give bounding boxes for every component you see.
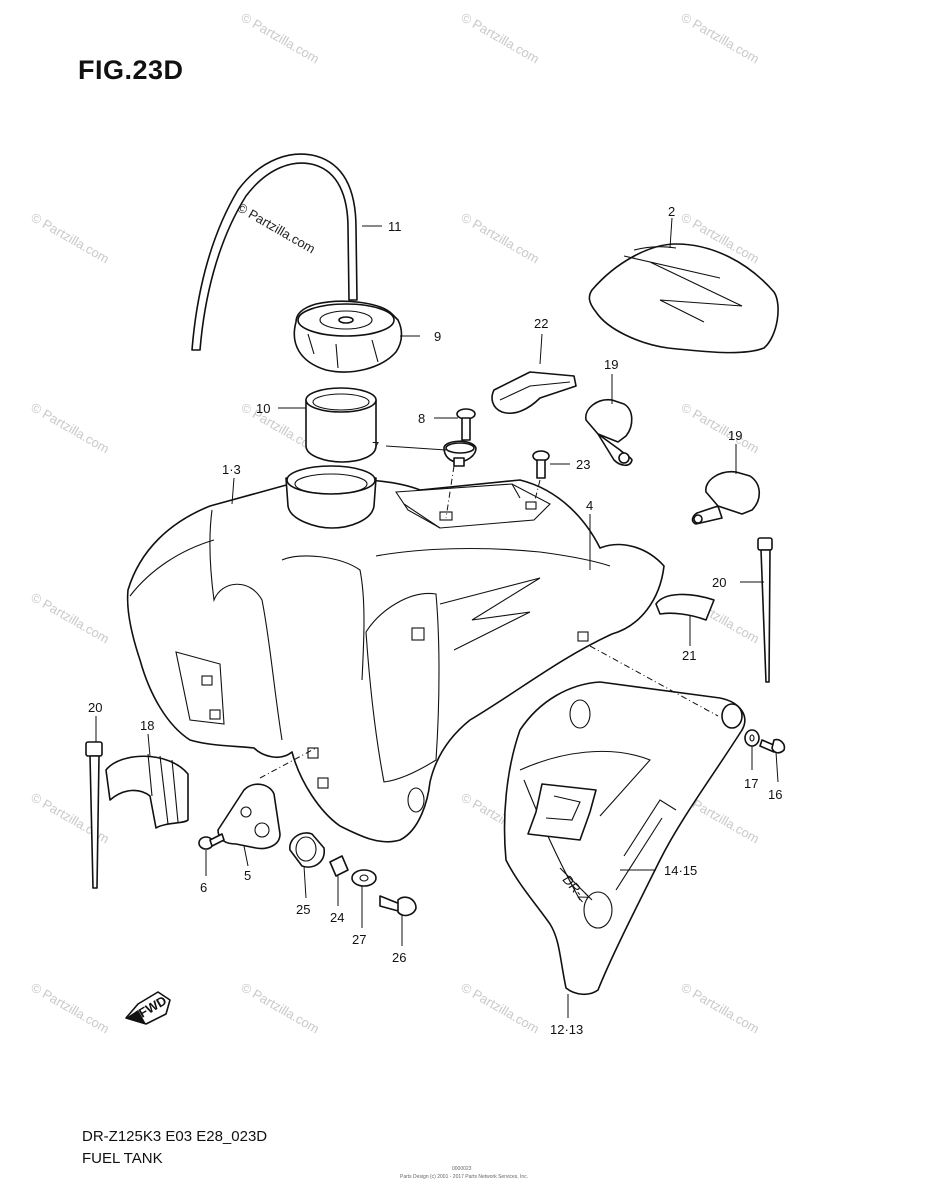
copyright-text: Parts Design (c) 2001 - 2017 Parts Netwo… bbox=[400, 1174, 529, 1180]
watermark-dark: © Partzilla.com bbox=[235, 200, 318, 257]
part-label-20: 20 bbox=[88, 700, 102, 715]
part-label-18: 18 bbox=[140, 718, 154, 733]
tank-decal bbox=[588, 243, 779, 354]
filler-ring bbox=[305, 387, 377, 463]
part-label-4: 4 bbox=[586, 498, 593, 513]
screw bbox=[198, 833, 225, 850]
screw bbox=[456, 408, 476, 441]
cushion bbox=[655, 593, 715, 621]
tank-strap bbox=[491, 371, 577, 414]
part-label-10: 10 bbox=[256, 401, 270, 416]
tank-cushion-clip bbox=[585, 398, 633, 467]
part-label-27: 27 bbox=[352, 932, 366, 947]
part-label-12-13: 12·13 bbox=[550, 1022, 583, 1037]
side-cover: DR-Z bbox=[503, 681, 746, 996]
fuel-cock-bracket bbox=[217, 783, 281, 850]
cushion bbox=[105, 753, 189, 829]
part-label-23: 23 bbox=[576, 457, 590, 472]
watermark: © Partzilla.com bbox=[239, 980, 322, 1037]
part-label-16: 16 bbox=[768, 787, 782, 802]
watermark: © Partzilla.com bbox=[29, 400, 112, 457]
reference-lines bbox=[259, 465, 719, 779]
grommet bbox=[289, 832, 325, 868]
part-label-5: 5 bbox=[244, 868, 251, 883]
part-label-9: 9 bbox=[434, 329, 441, 344]
part-label-21: 21 bbox=[682, 648, 696, 663]
part-labels: 11 2 9 22 19 10 8 7 19 23 1·3 4 20 21 20… bbox=[88, 204, 782, 1037]
leader-lines bbox=[95, 217, 779, 1018]
part-label-24: 24 bbox=[330, 910, 344, 925]
bolt bbox=[759, 738, 786, 754]
diagram-name: FUEL TANK bbox=[82, 1150, 163, 1167]
watermark: © Partzilla.com bbox=[29, 590, 112, 647]
part-label-2: 2 bbox=[668, 204, 675, 219]
watermark: © Partzilla.com bbox=[459, 10, 542, 67]
figure-title: FIG.23D bbox=[78, 55, 184, 85]
part-label-8: 8 bbox=[418, 411, 425, 426]
part-label-19: 19 bbox=[604, 357, 618, 372]
part-label-11: 11 bbox=[388, 219, 402, 234]
part-label-26: 26 bbox=[392, 950, 406, 965]
model-code: DR-Z125K3 E03 E28_023D bbox=[82, 1128, 268, 1145]
part-label-17: 17 bbox=[744, 776, 758, 791]
part-label-19: 19 bbox=[728, 428, 742, 443]
watermark: © Partzilla.com bbox=[679, 10, 762, 67]
cable-tie bbox=[757, 537, 773, 683]
screw bbox=[532, 450, 550, 479]
diagram-code: 0000023 bbox=[452, 1166, 472, 1172]
part-label-14-15: 14·15 bbox=[664, 863, 697, 878]
part-label-25: 25 bbox=[296, 902, 310, 917]
bolt bbox=[379, 895, 417, 917]
breather-hose bbox=[191, 153, 358, 351]
watermark: © Partzilla.com bbox=[29, 980, 112, 1037]
washer bbox=[351, 869, 377, 887]
watermark: © Partzilla.com bbox=[459, 980, 542, 1037]
washer bbox=[744, 729, 760, 747]
watermark: © Partzilla.com bbox=[679, 400, 762, 457]
tank-cushion-clip bbox=[691, 470, 761, 525]
fuel-cap bbox=[293, 300, 403, 373]
cushion bbox=[443, 440, 477, 467]
part-label-1-3: 1·3 bbox=[222, 462, 241, 477]
part-label-22: 22 bbox=[534, 316, 548, 331]
collar bbox=[329, 855, 349, 877]
watermark: © Partzilla.com bbox=[29, 790, 112, 847]
part-label-7: 7 bbox=[372, 439, 379, 454]
watermark: © Partzilla.com bbox=[679, 980, 762, 1037]
fuel-tank bbox=[126, 465, 665, 843]
forward-arrow: FWD bbox=[125, 991, 171, 1025]
watermark: © Partzilla.com bbox=[459, 210, 542, 267]
part-label-6: 6 bbox=[200, 880, 207, 895]
watermark: © Partzilla.com bbox=[239, 10, 322, 67]
cable-tie bbox=[85, 741, 103, 889]
part-label-20: 20 bbox=[712, 575, 726, 590]
watermark: © Partzilla.com bbox=[29, 210, 112, 267]
